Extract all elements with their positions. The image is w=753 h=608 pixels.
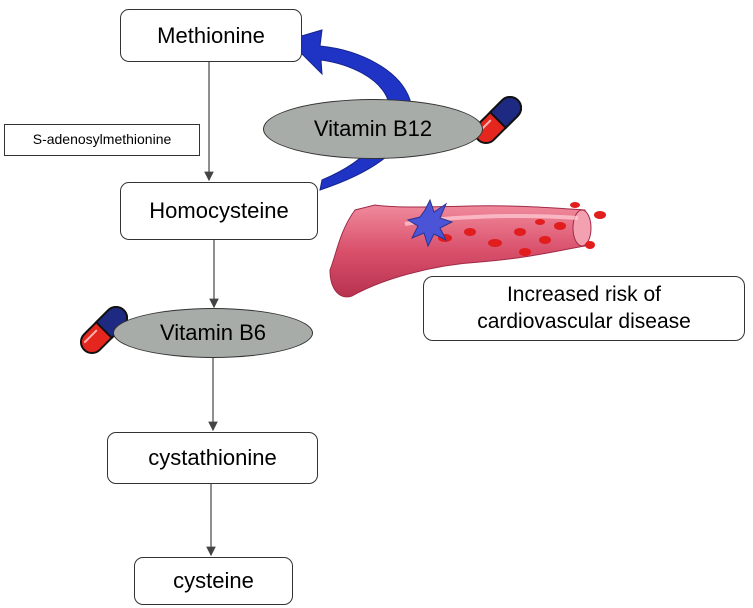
sam-label: S-adenosylmethionine: [32, 131, 172, 148]
cardiovascular-risk-box: Increased risk of cardiovascular disease: [423, 276, 745, 341]
methionine-box: Methionine: [120, 9, 302, 62]
homocysteine-box: Homocysteine: [120, 182, 318, 240]
vitamin-b12-ellipse: Vitamin B12: [263, 99, 483, 159]
cysteine-label: cysteine: [173, 568, 254, 594]
vitamin-b6-label: Vitamin B6: [160, 320, 266, 345]
clot-icon: [406, 198, 454, 248]
cysteine-box: cysteine: [134, 557, 293, 605]
risk-line-2: cardiovascular disease: [477, 309, 691, 333]
vitamin-b6-ellipse: Vitamin B6: [113, 308, 313, 358]
risk-line-1: Increased risk of: [506, 283, 662, 307]
methionine-label: Methionine: [157, 22, 265, 48]
homocysteine-label: Homocysteine: [149, 198, 289, 224]
cystathionine-label: cystathionine: [148, 445, 277, 471]
vitamin-b12-label: Vitamin B12: [313, 116, 433, 141]
sam-box: S-adenosylmethionine: [4, 124, 200, 156]
cystathionine-box: cystathionine: [107, 432, 318, 484]
